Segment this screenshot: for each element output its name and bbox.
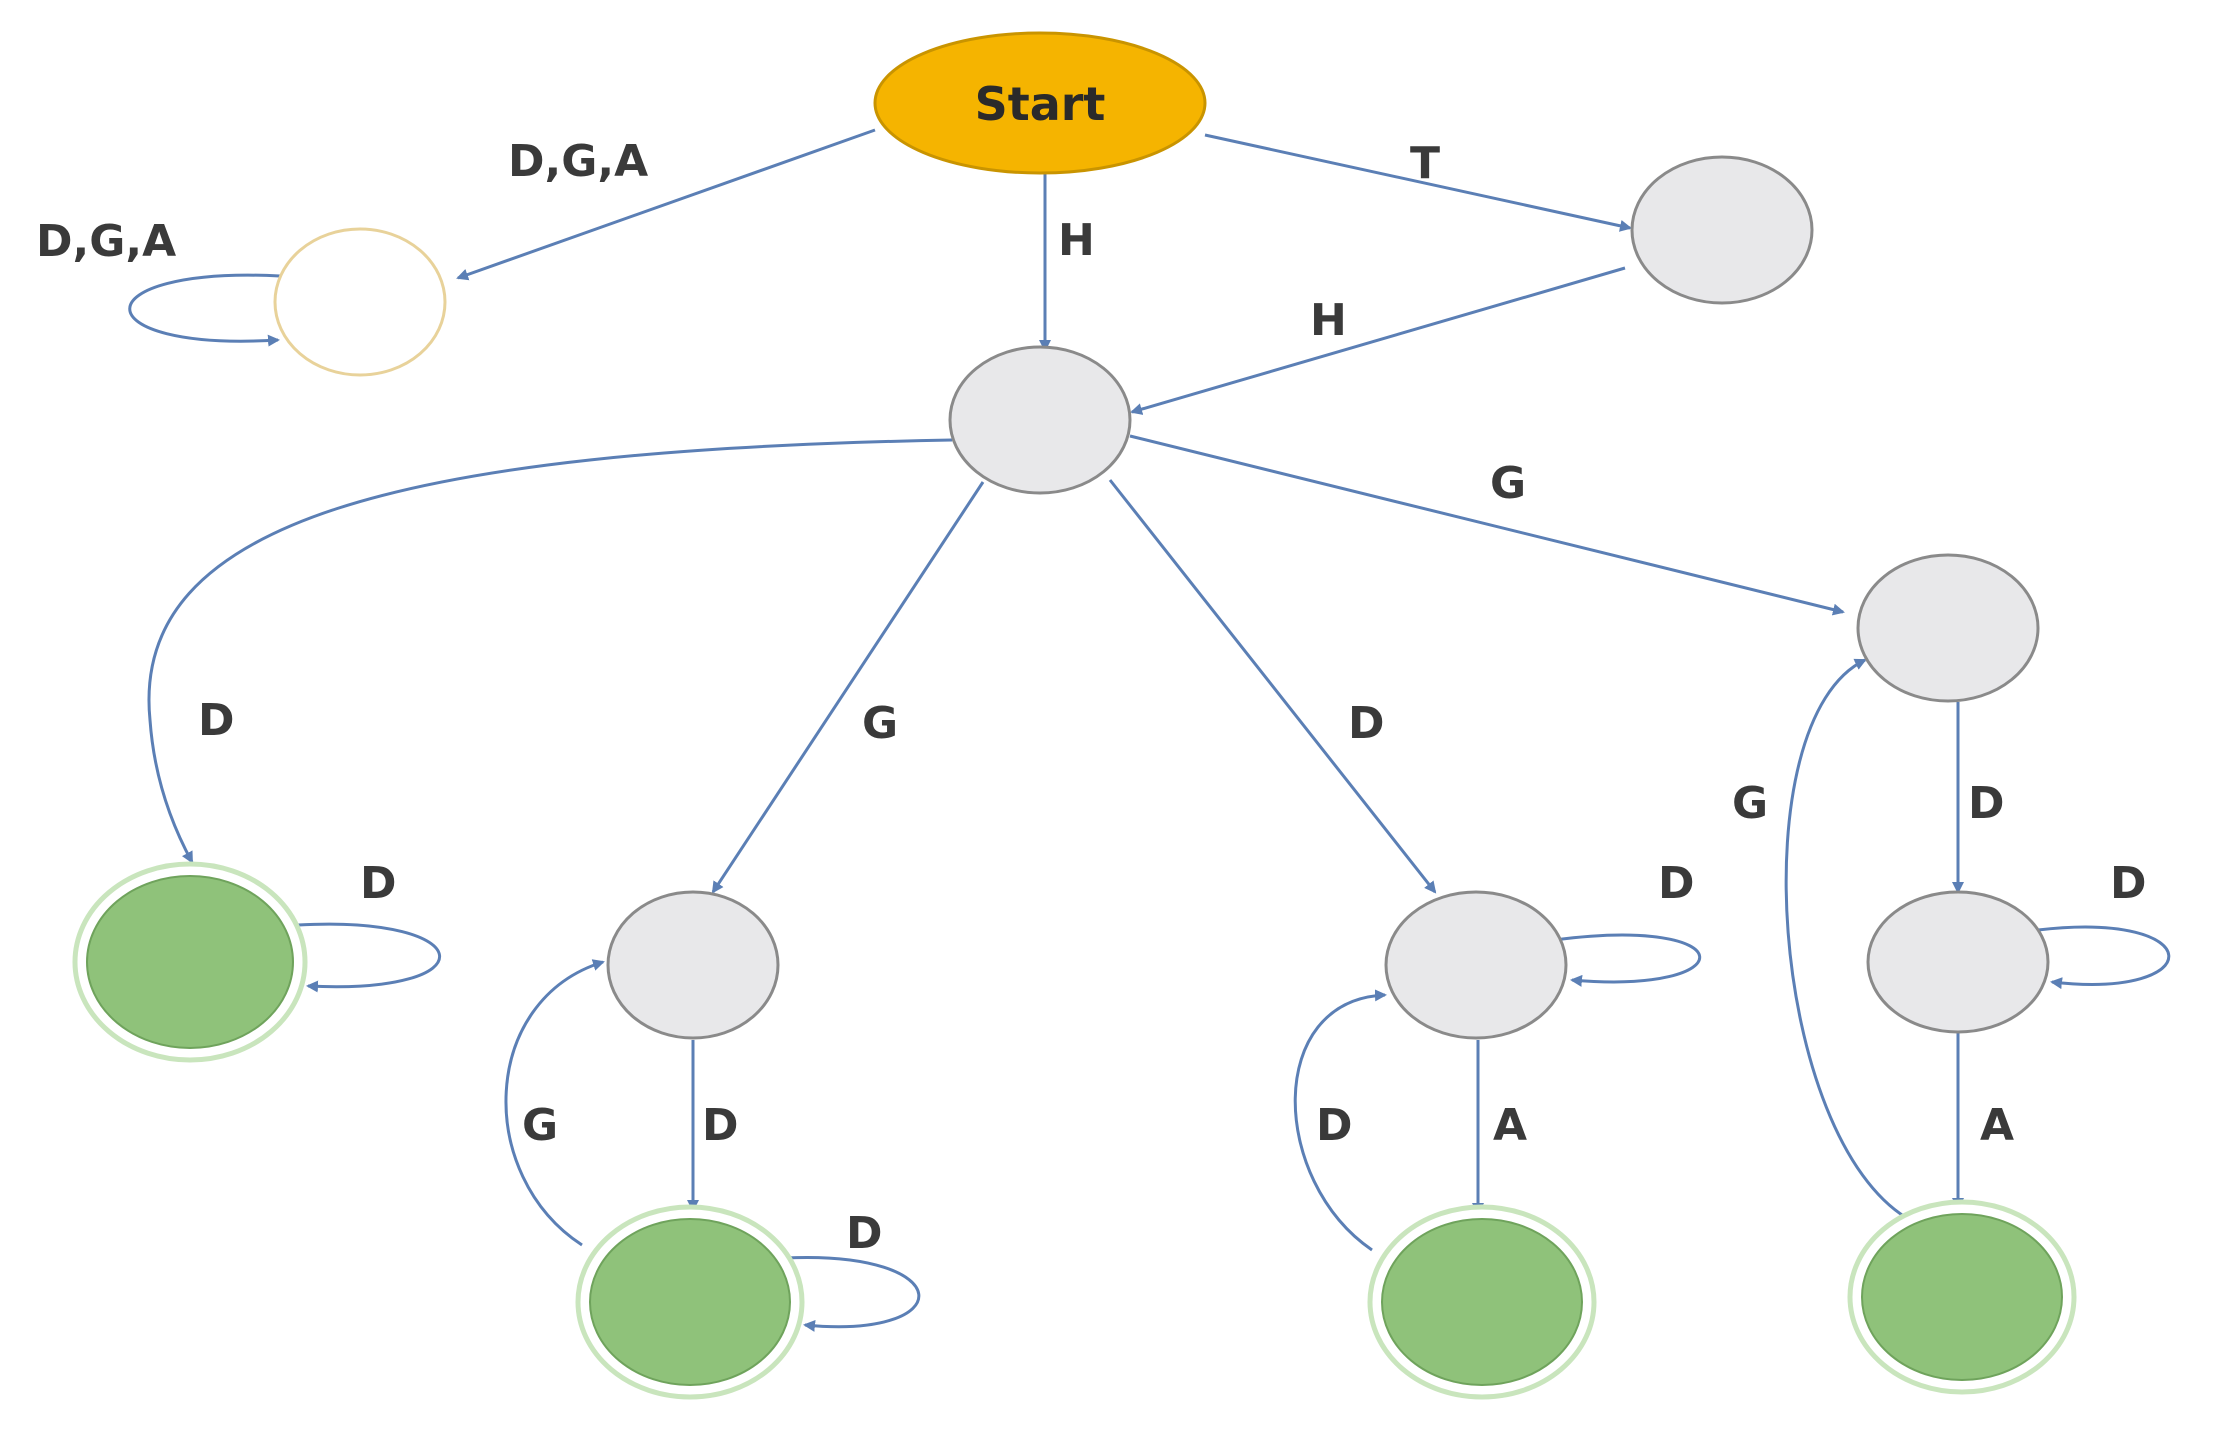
label-hub-to-n2: G: [862, 698, 898, 749]
label-n2-to-acc2: D: [702, 1100, 739, 1151]
state-after-hd: [1384, 890, 1568, 1040]
label-hub-to-n4: G: [1490, 458, 1526, 509]
label-n3-loop: D: [1658, 858, 1695, 909]
label-acc1-loop: D: [360, 858, 397, 909]
accept-state-4: [1861, 1213, 2063, 1381]
label-start-to-t: T: [1410, 138, 1440, 189]
state-after-hgg: [606, 890, 780, 1040]
label-n3-to-acc3: A: [1493, 1100, 1527, 1151]
label-t-to-hub: H: [1310, 295, 1347, 346]
start-state-label: Start: [975, 77, 1106, 131]
label-acc3-to-n3: D: [1316, 1100, 1353, 1151]
label-trap-loop: D,G,A: [36, 216, 176, 267]
label-hub-to-n3: D: [1348, 698, 1385, 749]
edge-labels: D,G,A D,G,A H T H D D G D G D D D A D G …: [36, 136, 2147, 1259]
accept-state-2: [589, 1218, 791, 1386]
hub-state: [948, 345, 1132, 495]
edge-n3-loop: [1554, 933, 1702, 987]
edge-hub-to-n2: [711, 481, 985, 894]
edge-acc4-to-n4: [1784, 658, 1911, 1222]
label-acc4-to-n4: G: [1732, 778, 1768, 829]
label-start-to-trap: D,G,A: [508, 136, 648, 187]
state-after-hg: [1856, 553, 2040, 703]
edge-acc2-to-n2: [504, 959, 605, 1247]
label-n4-to-n5: D: [1968, 778, 2005, 829]
edge-t-to-hub: [1130, 266, 1626, 415]
label-hub-to-acc1: D: [198, 695, 235, 746]
edge-trap-loop: [128, 273, 281, 347]
edge-acc3-to-n3: [1293, 989, 1387, 1252]
edge-start-to-trap: [456, 128, 876, 281]
edge-start-to-t: [1204, 133, 1632, 232]
label-acc2-loop: D: [846, 1208, 883, 1259]
label-start-to-hub: H: [1058, 215, 1095, 266]
edge-hub-to-n3: [1108, 479, 1437, 894]
accept-state-1: [86, 875, 294, 1049]
edge-n5-loop: [2037, 925, 2171, 990]
start-state: [873, 31, 1207, 175]
accept-state-3: [1381, 1218, 1583, 1386]
state-after-hgd: [1866, 890, 2050, 1034]
state-after-t: [1630, 155, 1814, 305]
label-n5-to-acc4: A: [1980, 1100, 2014, 1151]
edge-acc1-loop: [297, 922, 441, 993]
trap-state: [273, 227, 447, 377]
edges: [128, 128, 2171, 1332]
label-n5-loop: D: [2110, 858, 2147, 909]
label-acc2-to-n2: G: [522, 1100, 558, 1151]
nodes: Start: [72, 31, 2077, 1400]
edge-acc2-loop: [784, 1256, 921, 1332]
edge-hub-to-n4: [1129, 434, 1845, 616]
edge-hub-to-acc1: [147, 438, 953, 864]
